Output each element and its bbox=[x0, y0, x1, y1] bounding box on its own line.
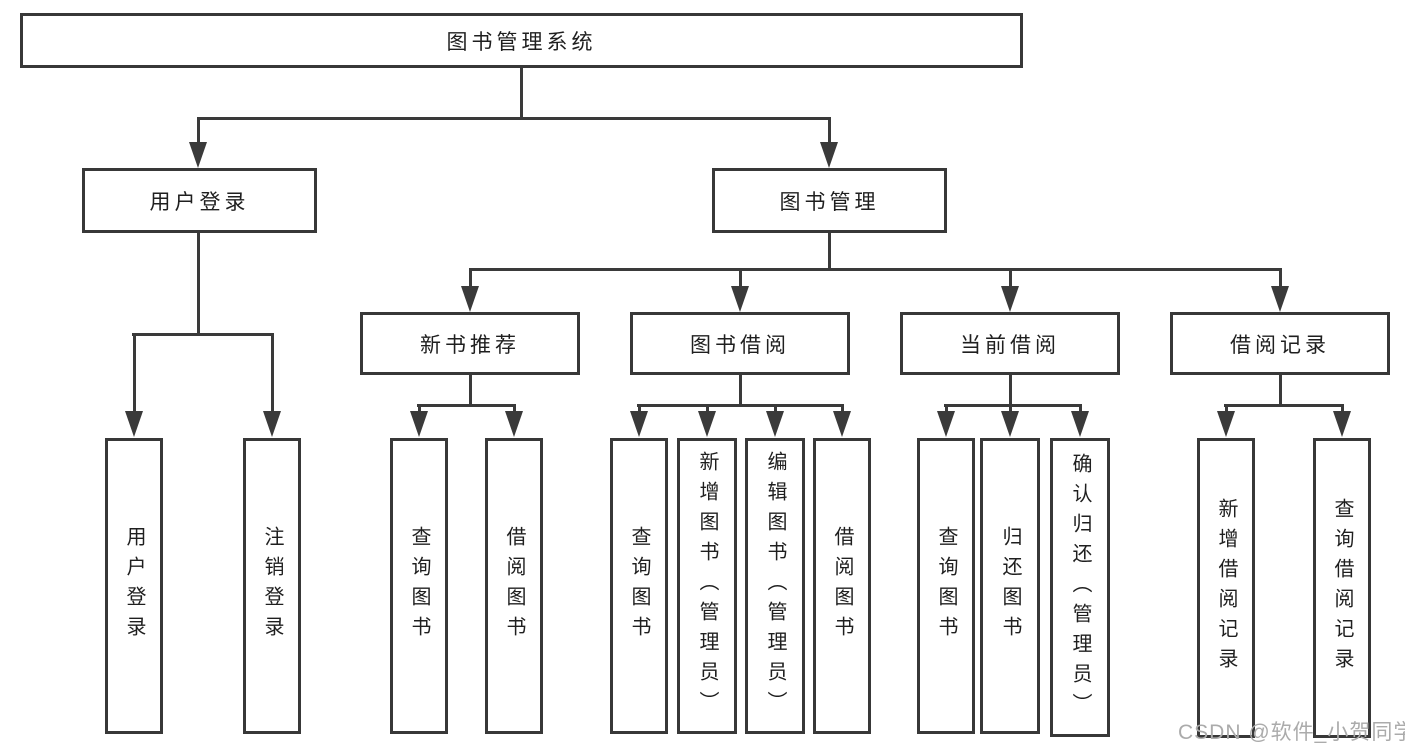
arrow-down-icon bbox=[766, 411, 784, 437]
connector-line bbox=[520, 68, 523, 118]
node-book-borrowing: 图书借阅 bbox=[630, 312, 850, 375]
arrow-down-icon bbox=[1001, 411, 1019, 437]
node-label: 当前借阅 bbox=[960, 333, 1060, 357]
node-new-book-recommendation: 新书推荐 bbox=[360, 312, 580, 375]
leaf-label: 编辑图书（管理员） bbox=[764, 451, 786, 721]
arrow-down-icon bbox=[1217, 411, 1235, 437]
connector-line bbox=[469, 268, 472, 288]
node-label: 图书借阅 bbox=[690, 333, 790, 357]
node-label: 图书管理系统 bbox=[446, 30, 597, 54]
arrow-down-icon bbox=[461, 286, 479, 312]
connector-line bbox=[1225, 404, 1228, 413]
arrow-down-icon bbox=[410, 411, 428, 437]
leaf-label: 查询图书 bbox=[408, 526, 430, 646]
connector-line bbox=[417, 404, 516, 407]
leaf-logout: 注销登录 bbox=[243, 438, 301, 734]
node-label: 借阅记录 bbox=[1230, 333, 1330, 357]
arrow-down-icon bbox=[1001, 286, 1019, 312]
arrow-down-icon bbox=[630, 411, 648, 437]
leaf-add-borrow-record: 新增借阅记录 bbox=[1197, 438, 1255, 738]
leaf-label: 归还图书 bbox=[999, 526, 1021, 646]
connector-line bbox=[1279, 268, 1282, 288]
leaf-query-book-current: 查询图书 bbox=[917, 438, 975, 734]
leaf-query-book-recommend: 查询图书 bbox=[390, 438, 448, 734]
node-book-management: 图书管理 bbox=[712, 168, 947, 233]
connector-line bbox=[271, 333, 274, 413]
node-borrowing-records: 借阅记录 bbox=[1170, 312, 1390, 375]
connector-line bbox=[1224, 404, 1344, 407]
connector-line bbox=[1009, 375, 1012, 406]
connector-line bbox=[197, 233, 200, 335]
connector-line bbox=[1279, 375, 1282, 406]
connector-line bbox=[841, 404, 844, 413]
connector-line bbox=[774, 404, 777, 413]
node-user-login: 用户登录 bbox=[82, 168, 317, 233]
leaf-query-borrow-record: 查询借阅记录 bbox=[1313, 438, 1371, 738]
connector-line bbox=[739, 375, 742, 406]
leaf-confirm-return-admin: 确认归还（管理员） bbox=[1050, 438, 1110, 737]
node-label: 新书推荐 bbox=[420, 333, 520, 357]
leaf-label: 借阅图书 bbox=[503, 526, 525, 646]
connector-line bbox=[945, 404, 948, 413]
leaf-label: 用户登录 bbox=[123, 526, 145, 646]
connector-line bbox=[706, 404, 709, 413]
connector-line bbox=[944, 404, 1082, 407]
node-label: 用户登录 bbox=[149, 190, 250, 214]
watermark: CSDN @软件_小贺同学 bbox=[1178, 721, 1405, 744]
connector-line bbox=[469, 375, 472, 406]
connector-line bbox=[638, 404, 641, 413]
leaf-borrow-book-recommend: 借阅图书 bbox=[485, 438, 543, 734]
leaf-label: 查询图书 bbox=[935, 526, 957, 646]
leaf-query-book-borrow: 查询图书 bbox=[610, 438, 668, 734]
leaf-add-book-admin: 新增图书（管理员） bbox=[677, 438, 737, 734]
arrow-down-icon bbox=[505, 411, 523, 437]
leaf-label: 确认归还（管理员） bbox=[1069, 452, 1091, 723]
arrow-down-icon bbox=[189, 142, 207, 168]
arrow-down-icon bbox=[263, 411, 281, 437]
arrow-down-icon bbox=[937, 411, 955, 437]
node-label: 图书管理 bbox=[779, 190, 880, 214]
leaf-return-book: 归还图书 bbox=[980, 438, 1040, 734]
arrow-down-icon bbox=[1271, 286, 1289, 312]
arrow-down-icon bbox=[1071, 411, 1089, 437]
leaf-label: 借阅图书 bbox=[831, 526, 853, 646]
arrow-down-icon bbox=[125, 411, 143, 437]
connector-line bbox=[132, 333, 274, 336]
connector-line bbox=[1079, 404, 1082, 413]
connector-line bbox=[133, 333, 136, 413]
connector-line bbox=[469, 268, 1282, 271]
connector-line bbox=[197, 117, 831, 120]
connector-line bbox=[739, 268, 742, 288]
connector-line bbox=[197, 117, 200, 144]
leaf-label: 注销登录 bbox=[261, 526, 283, 646]
node-current-borrowing: 当前借阅 bbox=[900, 312, 1120, 375]
leaf-label: 查询图书 bbox=[628, 526, 650, 646]
leaf-label: 新增借阅记录 bbox=[1215, 498, 1237, 678]
leaf-edit-book-admin: 编辑图书（管理员） bbox=[745, 438, 805, 734]
arrow-down-icon bbox=[731, 286, 749, 312]
connector-line bbox=[637, 404, 844, 407]
connector-line bbox=[418, 404, 421, 413]
connector-line bbox=[1009, 404, 1012, 413]
connector-line bbox=[1341, 404, 1344, 413]
leaf-borrow-book: 借阅图书 bbox=[813, 438, 871, 734]
arrow-down-icon bbox=[833, 411, 851, 437]
connector-line bbox=[828, 117, 831, 144]
leaf-user-login: 用户登录 bbox=[105, 438, 163, 734]
connector-line bbox=[828, 233, 831, 270]
arrow-down-icon bbox=[820, 142, 838, 168]
leaf-label: 查询借阅记录 bbox=[1331, 498, 1353, 678]
connector-line bbox=[1009, 268, 1012, 288]
connector-line bbox=[513, 404, 516, 413]
arrow-down-icon bbox=[1333, 411, 1351, 437]
node-library-management-system: 图书管理系统 bbox=[20, 13, 1023, 68]
arrow-down-icon bbox=[698, 411, 716, 437]
leaf-label: 新增图书（管理员） bbox=[696, 451, 718, 721]
